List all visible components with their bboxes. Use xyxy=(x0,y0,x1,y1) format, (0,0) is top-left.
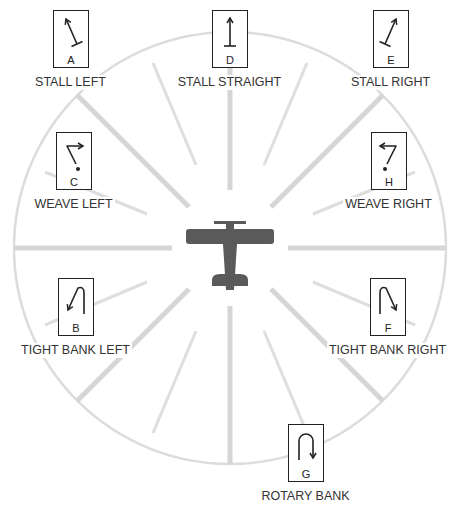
minor-spokes xyxy=(45,63,415,433)
card-letter: C xyxy=(57,176,91,188)
spoke xyxy=(264,331,307,433)
arrow xyxy=(299,434,313,460)
card-letter: H xyxy=(372,176,406,188)
maneuver-label: STALL LEFT xyxy=(33,75,108,90)
maneuver-card: BTIGHT BANK LEFT xyxy=(58,278,94,336)
card-letter: F xyxy=(371,322,405,334)
stall-bar xyxy=(72,42,83,47)
stall-left-icon xyxy=(66,19,83,46)
maneuver-label: TIGHT BANK RIGHT xyxy=(327,343,448,358)
card-ground xyxy=(53,10,89,68)
maneuver-card: ASTALL LEFT xyxy=(53,10,89,68)
maneuver-label: STALL STRAIGHT xyxy=(176,75,284,90)
maneuver-card: ESTALL RIGHT xyxy=(373,10,409,68)
dot xyxy=(383,167,387,171)
maneuver-label: STALL RIGHT xyxy=(349,75,432,90)
maneuver-label: TIGHT BANK LEFT xyxy=(19,343,132,358)
spoke xyxy=(153,331,196,433)
stall-bar xyxy=(380,42,391,47)
tight-bank-right-icon xyxy=(380,288,396,314)
tight-bank-left-icon xyxy=(68,288,84,314)
maneuver-label: WEAVE RIGHT xyxy=(343,197,434,212)
wing xyxy=(186,229,274,244)
maneuver-card: FTIGHT BANK RIGHT xyxy=(370,278,406,336)
maneuver-label: ROTARY BANK xyxy=(259,489,351,504)
dot xyxy=(76,167,80,171)
tailplane xyxy=(212,274,248,286)
maneuver-card: HWEAVE RIGHT xyxy=(371,132,407,190)
rotary-bank-icon xyxy=(299,434,313,460)
maneuver-icons xyxy=(66,18,396,460)
card-ground xyxy=(56,132,92,190)
spoke xyxy=(228,306,233,464)
arrow xyxy=(67,146,83,164)
maneuver-card: GROTARY BANK xyxy=(288,424,324,482)
weave-right-icon xyxy=(380,146,396,171)
card-ground xyxy=(373,10,409,68)
arrow xyxy=(385,19,396,44)
arrow xyxy=(66,19,77,44)
card-ground xyxy=(370,278,406,336)
card-ground xyxy=(58,278,94,336)
card-letter: A xyxy=(54,54,88,66)
stall-straight-icon xyxy=(224,18,236,46)
stall-bar xyxy=(224,45,236,47)
main-spokes xyxy=(14,32,446,464)
maneuver-card: CWEAVE LEFT xyxy=(56,132,92,190)
stall-right-icon xyxy=(380,19,397,46)
biplane-silhouette xyxy=(186,221,274,290)
weave-left-icon xyxy=(67,146,83,171)
arrow xyxy=(68,288,84,314)
card-ground xyxy=(212,10,248,68)
card-letter: D xyxy=(213,54,247,66)
spoke xyxy=(288,246,446,251)
card-letter: B xyxy=(59,322,93,334)
arrow xyxy=(380,288,396,314)
maneuver-card: DSTALL STRAIGHT xyxy=(212,10,248,68)
range-circle xyxy=(14,32,446,464)
maneuver-label: WEAVE LEFT xyxy=(32,197,114,212)
card-letter: G xyxy=(289,468,323,480)
card-letter: E xyxy=(374,54,408,66)
card-ground xyxy=(288,424,324,482)
arrow xyxy=(380,146,396,164)
card-ground xyxy=(371,132,407,190)
spoke xyxy=(14,246,172,251)
arrow xyxy=(229,18,231,46)
